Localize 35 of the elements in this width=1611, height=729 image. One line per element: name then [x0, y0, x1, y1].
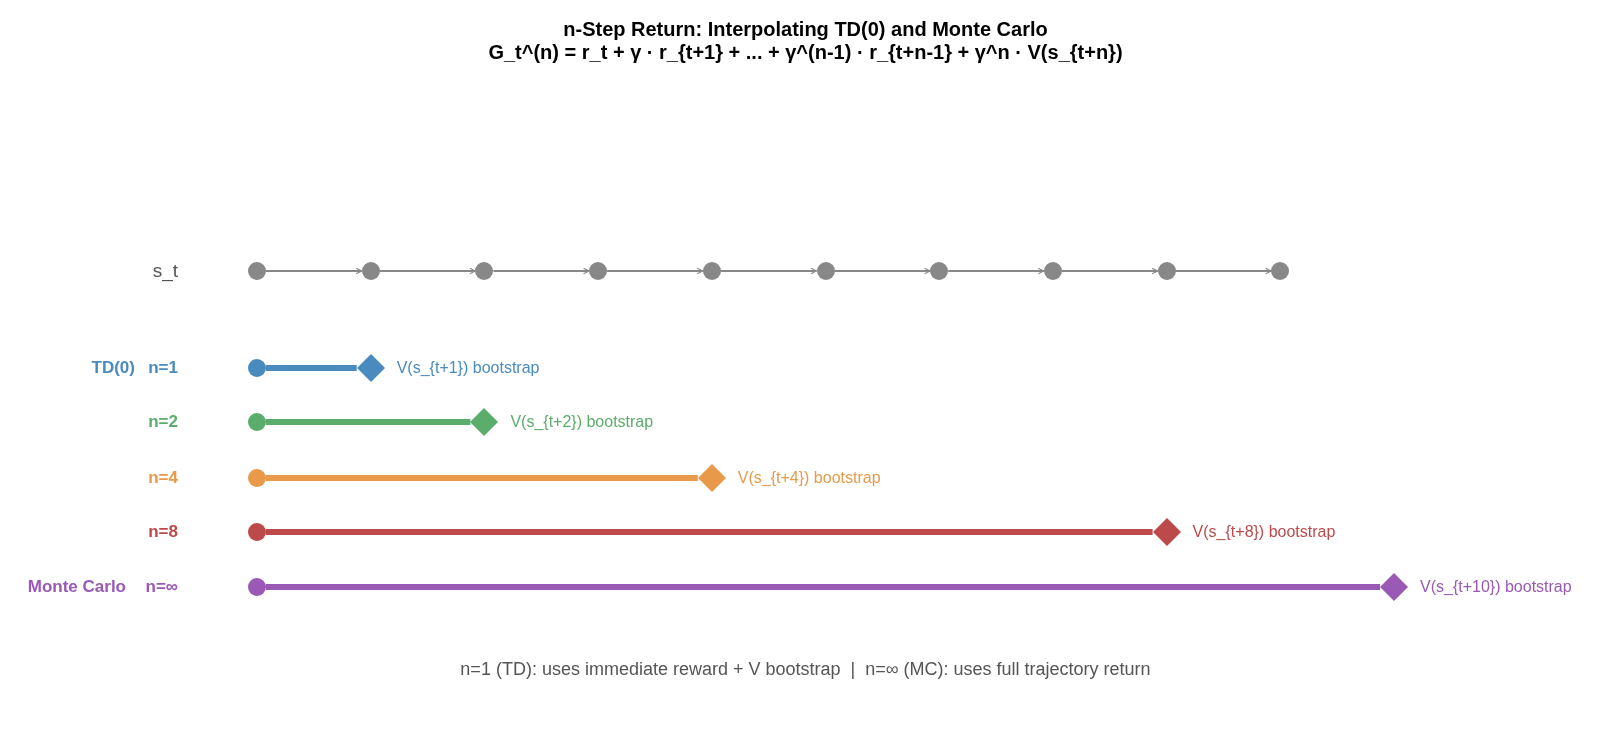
- arrow: [606, 267, 704, 275]
- return-span-line: [266, 584, 1380, 590]
- diamond-marker: [1152, 518, 1181, 546]
- arrow: [833, 267, 932, 275]
- title: n-Step Return: Interpolating TD(0) and Monte Carlo: [562, 17, 1049, 42]
- arrow: [492, 267, 591, 275]
- caption: n=1 (TD): uses immediate reward + V bootstrap | n=∞ (MC): uses full trajectory return: [459, 658, 1152, 681]
- formula: G_t^(n) = r_t + γ · r_{t+1} + ... + γ^(n-1) · r_{t+n-1} + γ^n · V(s_{t+n}): [487, 40, 1124, 64]
- diamond-marker: [356, 354, 385, 382]
- arrow: [265, 267, 363, 275]
- diamond-marker: [697, 464, 726, 492]
- arrow: [1174, 267, 1273, 275]
- row-label: n=2: [148, 411, 178, 433]
- row-label: n=4: [148, 467, 178, 489]
- return-span-line: [266, 365, 357, 371]
- bootstrap-label: V(s_{t+1}) bootstrap: [396, 358, 540, 378]
- arrow: [947, 267, 1045, 275]
- row-label: n=8: [148, 521, 178, 543]
- bootstrap-label: V(s_{t+8}) bootstrap: [1192, 522, 1336, 542]
- row-label: TD(0): [91, 357, 135, 379]
- row-label: Monte Carlo: [27, 576, 126, 598]
- bootstrap-label: V(s_{t+4}) bootstrap: [737, 468, 881, 488]
- state-label: s_t: [152, 260, 178, 282]
- arrow: [719, 267, 818, 275]
- arrow: [1060, 267, 1159, 275]
- diamond-marker: [1380, 573, 1408, 601]
- arrow: [378, 267, 477, 275]
- return-span-line: [266, 529, 1153, 535]
- bootstrap-label: V(s_{t+2}) bootstrap: [510, 412, 654, 432]
- return-span-line: [266, 419, 471, 425]
- row-label: n=∞: [145, 576, 178, 598]
- diamond-marker: [470, 408, 499, 436]
- row-label: n=1: [148, 357, 178, 379]
- bootstrap-label: V(s_{t+10}) bootstrap: [1420, 577, 1572, 597]
- return-span-line: [266, 475, 698, 481]
